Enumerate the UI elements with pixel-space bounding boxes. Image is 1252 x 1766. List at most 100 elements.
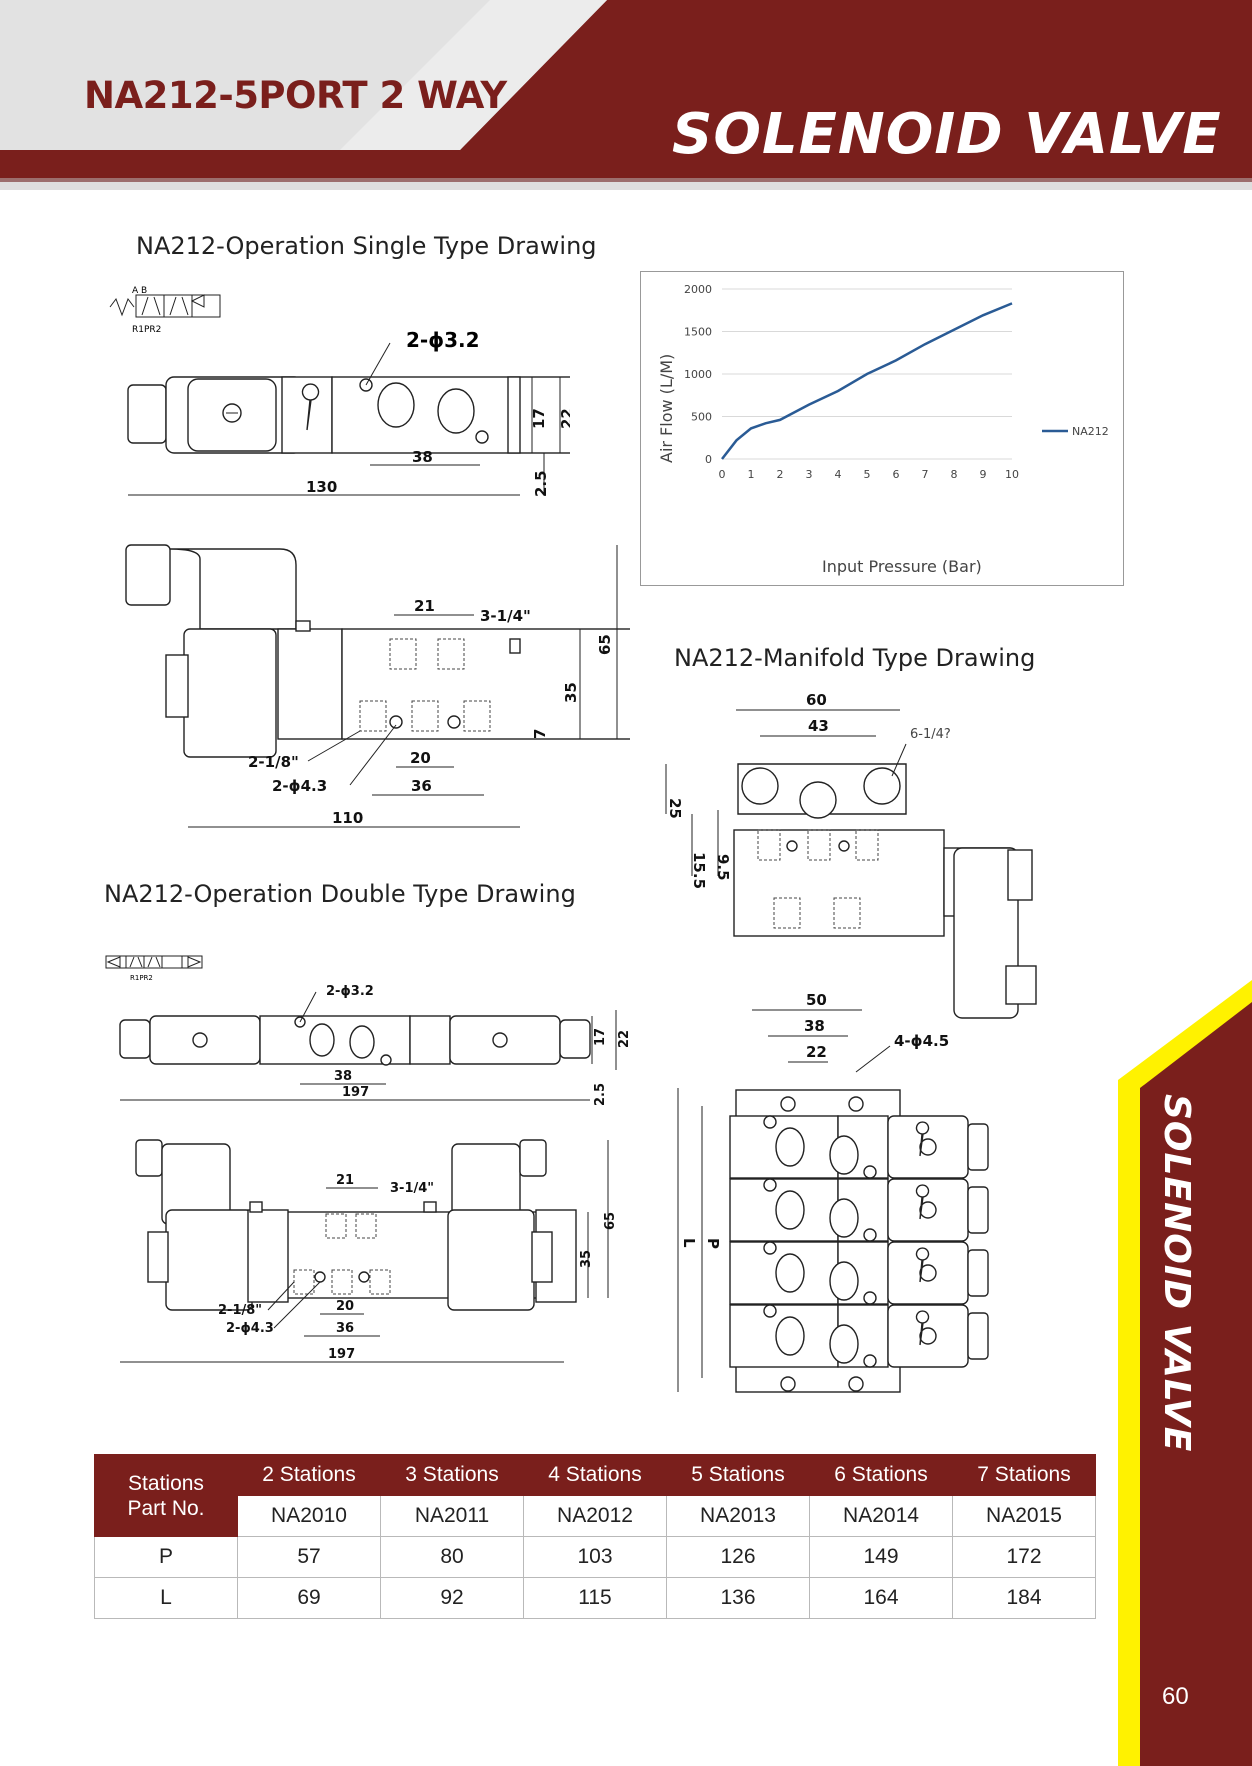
- side-band: [1118, 980, 1252, 1766]
- svg-text:50: 50: [806, 992, 827, 1009]
- stations-header: 2 Stations: [237, 1454, 381, 1496]
- table-corner-cell: Stations Part No.: [94, 1454, 238, 1537]
- y-tick-label: 2000: [684, 283, 712, 296]
- svg-text:20: 20: [336, 1299, 354, 1314]
- svg-text:65: 65: [596, 634, 614, 655]
- x-tick-label: 4: [835, 468, 842, 481]
- svg-text:38: 38: [334, 1069, 352, 1084]
- svg-text:38: 38: [804, 1017, 825, 1035]
- svg-text:2-1/8": 2-1/8": [218, 1303, 262, 1318]
- part-no-cell: NA2012: [523, 1495, 667, 1537]
- manifold-station-unit: [729, 1178, 989, 1242]
- y-tick-label: 0: [705, 453, 712, 466]
- value-cell: 57: [237, 1536, 381, 1578]
- stations-header: 3 Stations: [380, 1454, 524, 1496]
- double-front-view: 21 3-1/4" 65 35 20 36 197 2-1/8" 2-ϕ4.3: [120, 1139, 618, 1363]
- svg-text:65: 65: [603, 1212, 618, 1230]
- single-drawing-title: NA212-Operation Single Type Drawing: [136, 232, 597, 260]
- svg-text:35: 35: [562, 682, 580, 703]
- corner-label-part-no: Part No.: [127, 1496, 205, 1520]
- value-cell: 149: [809, 1536, 953, 1578]
- svg-text:21: 21: [414, 597, 435, 615]
- svg-text:2-1/8": 2-1/8": [248, 753, 299, 771]
- svg-text:25: 25: [666, 798, 684, 819]
- part-no-cell: NA2013: [666, 1495, 810, 1537]
- svg-text:2-ϕ3.2: 2-ϕ3.2: [326, 984, 374, 999]
- chart-frame: [640, 271, 1124, 586]
- svg-text:R1PR2: R1PR2: [130, 974, 153, 982]
- x-tick-label: 7: [922, 468, 929, 481]
- value-cell: 184: [952, 1577, 1096, 1619]
- manifold-spec-table: Stations Part No. 2 Stations 3 Stations …: [94, 1454, 1096, 1619]
- valve-symbol-single: A B R1PR2: [109, 286, 221, 335]
- x-tick-label: 6: [893, 468, 900, 481]
- svg-text:20: 20: [410, 749, 431, 767]
- table-row-l: L 69 92 115 136 164 184: [94, 1577, 1096, 1619]
- svg-text:L: L: [680, 1238, 698, 1248]
- value-cell: 92: [380, 1577, 524, 1619]
- table-header-row: Stations Part No. 2 Stations 3 Stations …: [94, 1454, 1096, 1537]
- svg-text:197: 197: [342, 1085, 369, 1100]
- value-cell: 136: [666, 1577, 810, 1619]
- y-tick-label: 1000: [684, 368, 712, 381]
- side-title: SOLENOID VALVE: [1156, 1094, 1197, 1453]
- svg-text:3-1/4": 3-1/4": [390, 1181, 434, 1196]
- svg-text:130: 130: [306, 478, 337, 496]
- header-model: NA212-5PORT 2 WAY: [84, 74, 507, 117]
- svg-text:110: 110: [332, 809, 363, 827]
- svg-text:22: 22: [558, 408, 570, 429]
- manifold-side-view: 60 43 6-1/4? 25 15.5 9.5: [665, 691, 1037, 1019]
- svg-text:35: 35: [579, 1250, 594, 1268]
- svg-text:7: 7: [531, 729, 549, 739]
- part-no-cell: NA2014: [809, 1495, 953, 1537]
- svg-text:A B: A B: [132, 286, 147, 296]
- double-top-view: 2-ϕ3.2 38 197 17 22 2.5: [119, 984, 628, 1106]
- svg-text:9.5: 9.5: [714, 854, 732, 881]
- svg-text:36: 36: [411, 777, 432, 795]
- svg-text:60: 60: [806, 691, 827, 709]
- row-label: P: [94, 1536, 238, 1578]
- svg-text:22: 22: [617, 1030, 628, 1048]
- header-banner: [0, 0, 1252, 190]
- svg-text:197: 197: [328, 1347, 355, 1362]
- value-cell: 103: [523, 1536, 667, 1578]
- x-tick-label: 10: [1005, 468, 1019, 481]
- manifold-top-view: 50 38 22 4-ϕ4.5 L P: [677, 992, 989, 1393]
- x-axis-label: Input Pressure (Bar): [822, 557, 982, 576]
- single-front-view: 21 3-1/4" 65 35 7 20 36 110 2-1/8" 2-ϕ4.…: [125, 544, 630, 828]
- y-tick-label: 1500: [684, 326, 712, 339]
- x-tick-label: 5: [864, 468, 871, 481]
- value-cell: 126: [666, 1536, 810, 1578]
- svg-text:6-1/4?: 6-1/4?: [910, 727, 951, 742]
- manifold-station-unit: [729, 1115, 989, 1179]
- svg-text:2.5: 2.5: [593, 1083, 608, 1106]
- value-cell: 69: [237, 1577, 381, 1619]
- manifold-drawing-title: NA212-Manifold Type Drawing: [674, 644, 1036, 672]
- stations-header: 7 Stations: [952, 1454, 1096, 1496]
- single-top-view: 2-ϕ3.2 38 130 17 22 2.5: [127, 328, 570, 497]
- svg-text:36: 36: [336, 1321, 354, 1336]
- value-cell: 172: [952, 1536, 1096, 1578]
- series-line-na212: [721, 302, 1013, 460]
- svg-text:15.5: 15.5: [690, 852, 708, 889]
- x-tick-label: 9: [980, 468, 987, 481]
- svg-text:21: 21: [336, 1173, 354, 1188]
- legend-label: NA212: [1072, 425, 1109, 438]
- svg-text:2-ϕ4.3: 2-ϕ4.3: [226, 1321, 274, 1336]
- x-tick-label: 1: [748, 468, 755, 481]
- y-tick-label: 500: [691, 411, 712, 424]
- part-no-cell: NA2015: [952, 1495, 1096, 1537]
- x-tick-label: 0: [719, 468, 726, 481]
- table-part-row: NA2010 NA2011 NA2012 NA2013 NA2014 NA201…: [95, 1495, 1096, 1537]
- svg-text:P: P: [704, 1238, 722, 1249]
- svg-text:R1PR2: R1PR2: [132, 325, 161, 335]
- corner-label-stations: Stations: [128, 1471, 204, 1495]
- part-no-cell: NA2011: [380, 1495, 524, 1537]
- stations-header: 5 Stations: [666, 1454, 810, 1496]
- svg-text:43: 43: [808, 717, 829, 735]
- svg-text:38: 38: [412, 448, 433, 466]
- page-number: 60: [1162, 1683, 1189, 1710]
- value-cell: 80: [380, 1536, 524, 1578]
- stations-header: 6 Stations: [809, 1454, 953, 1496]
